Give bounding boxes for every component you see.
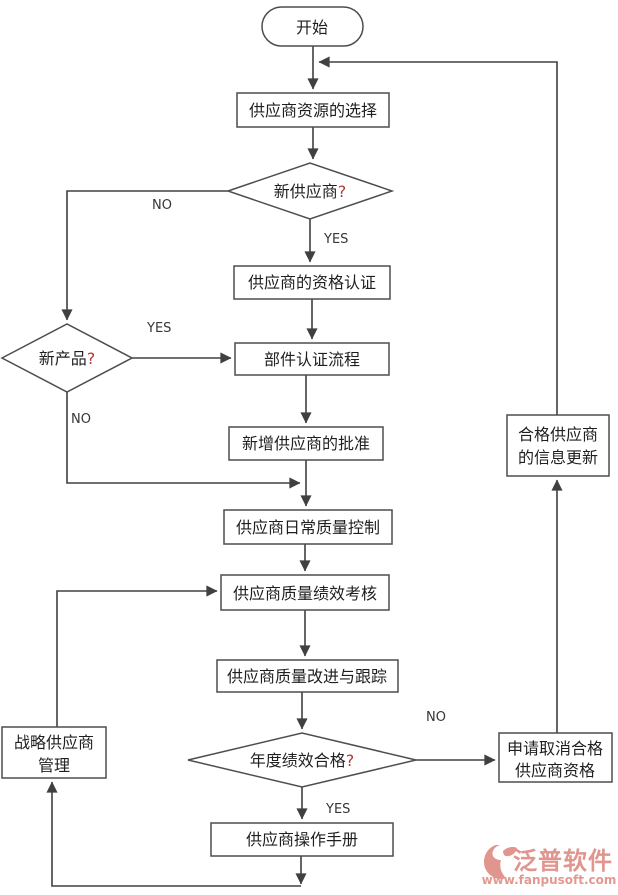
node-new-supplier-decision: 新供应商? [225, 162, 395, 220]
node-annual-performance-decision: 年度绩效合格? [187, 732, 417, 788]
node-label-line1: 合格供应商 [518, 425, 598, 444]
process-shape [236, 92, 390, 128]
node-label-line1: 申请取消合格 [507, 739, 603, 758]
node-label: 新增供应商的批准 [242, 434, 370, 453]
node-label: 年度绩效合格 [250, 751, 346, 770]
process-shape [228, 426, 384, 461]
question-mark: ? [87, 349, 96, 368]
question-mark: ? [338, 182, 347, 201]
label-new-product-yes: YES [146, 321, 171, 336]
svg-text:年度绩效合格?: 年度绩效合格? [250, 751, 355, 770]
brand-url: www.fanpusoft.com [482, 873, 617, 887]
node-strategic-supplier-mgmt: 战略供应商 管理 [1, 726, 107, 779]
node-label: 供应商质量绩效考核 [233, 584, 377, 603]
start-terminator-shape [261, 6, 364, 47]
process-shape [216, 659, 399, 693]
node-label: 开始 [296, 18, 328, 37]
edge-info-update-feedback [318, 56, 558, 415]
fanpu-logo: 泛普软件 www.fanpusoft.com [482, 845, 617, 887]
node-performance-assessment: 供应商质量绩效考核 [220, 574, 390, 611]
edge-loop-to-strategic [46, 781, 301, 887]
label-annual-no: NO [426, 710, 446, 725]
svg-text:新产品?: 新产品? [39, 349, 96, 368]
decision-diamond-shape [0, 323, 134, 393]
node-component-cert: 部件认证流程 [234, 342, 390, 376]
node-label-line1: 战略供应商 [14, 733, 94, 752]
process-shape [210, 822, 394, 857]
fanpu-logo-icon [484, 845, 506, 879]
question-mark: ? [346, 751, 355, 770]
node-quality-improvement: 供应商质量改进与跟踪 [216, 659, 399, 693]
edge-new-product-no [66, 392, 301, 489]
process-shape [220, 574, 390, 611]
edge-labels: NO YES YES NO NO YES [71, 198, 446, 817]
node-new-supplier-approval: 新增供应商的批准 [228, 426, 384, 461]
node-daily-quality-control: 供应商日常质量控制 [223, 509, 393, 545]
label-new-product-no: NO [71, 412, 91, 427]
node-label: 新产品 [39, 349, 87, 368]
edge-strategic-to-assessment [56, 585, 218, 727]
node-resource-selection: 供应商资源的选择 [236, 92, 390, 128]
node-label: 部件认证流程 [264, 350, 360, 369]
process-shape [223, 509, 393, 545]
process-shape [233, 265, 391, 300]
process-shape [498, 732, 613, 783]
node-start: 开始 [261, 6, 364, 47]
node-label-line2: 供应商资格 [515, 761, 595, 780]
node-label-line2: 管理 [38, 756, 70, 775]
label-new-supplier-yes: YES [323, 232, 348, 247]
edge-new-supplier-no [61, 190, 228, 321]
process-shape [234, 342, 390, 376]
node-operation-manual: 供应商操作手册 [210, 822, 394, 857]
node-label: 供应商的资格认证 [248, 273, 376, 292]
node-cancel-qualification: 申请取消合格 供应商资格 [498, 732, 613, 783]
node-label: 供应商质量改进与跟踪 [227, 667, 387, 686]
label-new-supplier-no: NO [152, 198, 172, 213]
node-label: 新供应商 [274, 182, 338, 201]
brand-name: 泛普软件 [513, 847, 613, 875]
svg-text:新供应商?: 新供应商? [274, 182, 347, 201]
process-shape [506, 414, 610, 477]
decision-diamond-shape [225, 162, 395, 220]
node-qualification-cert: 供应商的资格认证 [233, 265, 391, 300]
node-qualified-info-update: 合格供应商 的信息更新 [506, 414, 610, 477]
node-label: 供应商日常质量控制 [236, 518, 380, 537]
fanpu-logo-icon-leaf [503, 847, 517, 857]
node-label: 供应商资源的选择 [249, 101, 377, 120]
decision-diamond-shape [187, 732, 417, 788]
edges [46, 46, 563, 887]
label-annual-yes: YES [325, 802, 350, 817]
node-label: 供应商操作手册 [246, 830, 358, 849]
node-new-product-decision: 新产品? [0, 323, 134, 393]
process-shape [1, 726, 107, 779]
node-label-line2: 的信息更新 [518, 448, 598, 467]
